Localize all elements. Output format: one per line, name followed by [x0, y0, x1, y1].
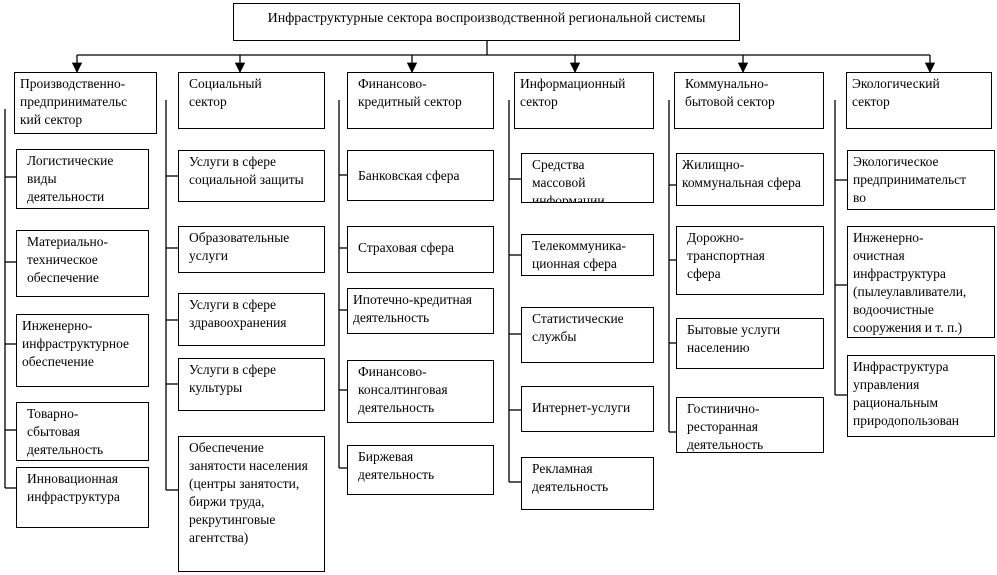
sector-header-information: Информационный сектор	[514, 72, 654, 129]
sector-item: Материально- техническое обеспечение	[16, 230, 149, 297]
sector-item: Бытовые услуги населению	[676, 318, 824, 369]
sector-item: Дорожно- транспортная сфера	[676, 226, 824, 295]
root-node: Инфраструктурные сектора воспроизводстве…	[233, 3, 740, 41]
sector-header-production: Производственно- предпринимательс кий се…	[14, 72, 157, 134]
sector-item: Обеспечение занятости населения (центры …	[178, 436, 325, 572]
sector-item: Биржевая деятельность	[347, 445, 494, 495]
sector-item: Средства массовой информации	[521, 153, 654, 203]
sector-header-social: Социальный сектор	[178, 72, 325, 129]
sector-item: Инновационная инфраструктура	[16, 467, 149, 528]
sector-item: Инженерно- инфраструктурное обеспечение	[16, 314, 149, 387]
sector-item: Жилищно- коммунальная сфера	[676, 153, 824, 206]
sector-item: Финансово- консалтинговая деятельность	[347, 360, 494, 423]
sector-item: Товарно- сбытовая деятельность	[16, 402, 149, 461]
sector-header-communal: Коммунально- бытовой сектор	[674, 72, 824, 129]
sector-item: Гостинично- ресторанная деятельность	[676, 397, 824, 453]
sector-header-finance: Финансово- кредитный сектор	[347, 72, 494, 129]
sector-item: Банковская сфера	[347, 150, 494, 201]
sector-item: Образовательные услуги	[178, 226, 325, 273]
sector-item: Экологическое предпринимательст во	[847, 150, 995, 210]
sector-item: Услуги в сфере культуры	[178, 358, 325, 411]
sector-item: Инфраструктура управления рациональным п…	[847, 355, 995, 437]
sector-item: Статистические службы	[521, 307, 654, 363]
sector-item: Услуги в сфере здравоохранения	[178, 293, 325, 346]
sector-item: Инженерно- очистная инфраструктура (пыле…	[847, 226, 995, 338]
sector-item: Телекоммуника- ционная сфера	[521, 234, 654, 276]
sector-item: Ипотечно-кредитная деятельность	[347, 288, 494, 334]
sector-item: Страховая сфера	[347, 226, 494, 273]
sector-item: Логистические виды деятельности	[16, 149, 149, 209]
sector-header-ecology: Экологический сектор	[846, 72, 992, 129]
sector-item: Рекламная деятельность	[521, 457, 654, 510]
sector-item: Услуги в сфере социальной защиты	[178, 150, 325, 202]
sector-item: Интернет-услуги	[521, 386, 654, 432]
